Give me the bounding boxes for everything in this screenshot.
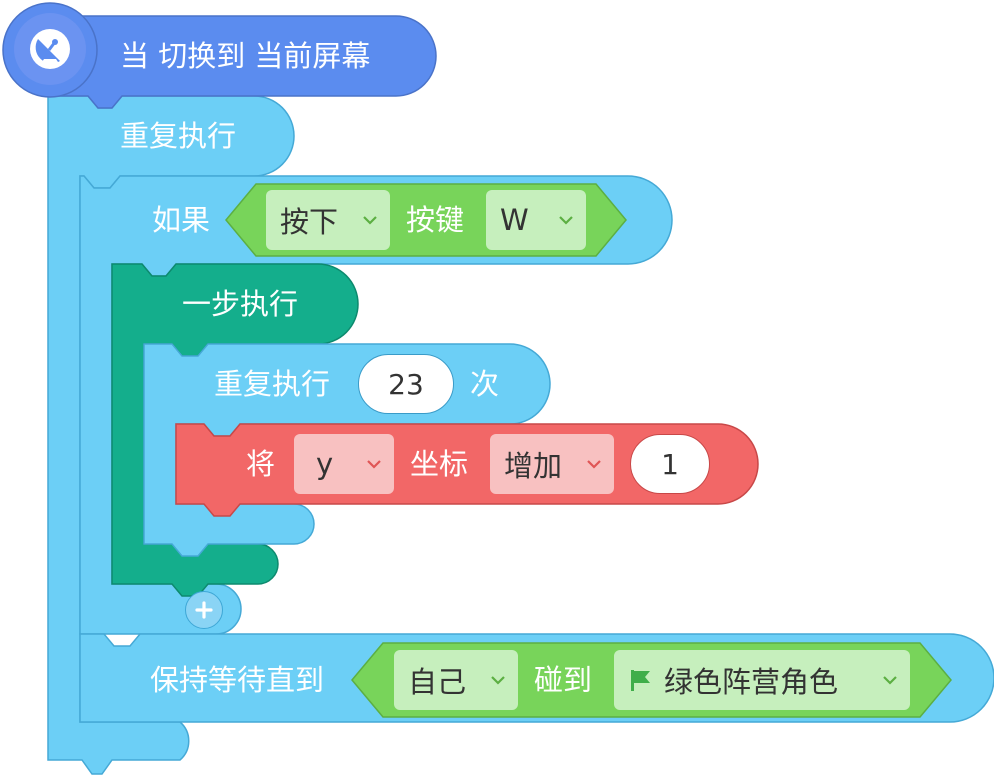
touch-label: 碰到 [534, 663, 593, 697]
repeat-times-suffix: 次 [470, 367, 500, 401]
chevron-down-icon [362, 212, 378, 228]
repeat-times-label: 重复执行 [214, 367, 331, 401]
single-step-label: 一步执行 [182, 287, 299, 321]
add-block-button[interactable] [185, 591, 223, 629]
event-hat-block[interactable] [47, 15, 437, 109]
key-event-dropdown[interactable]: 按下 [266, 190, 390, 250]
coordinate-label: 坐标 [410, 447, 469, 481]
plus-icon [195, 601, 213, 619]
chevron-down-icon [882, 672, 898, 688]
key-dropdown[interactable]: W [486, 190, 586, 250]
change-prefix-label: 将 [246, 447, 276, 481]
chevron-down-icon [558, 212, 574, 228]
satellite-dish-icon [14, 13, 86, 85]
target-value: 绿色阵营角色 [664, 665, 839, 699]
chevron-down-icon [586, 456, 602, 472]
key-value: W [500, 203, 529, 237]
target-dropdown[interactable]: 绿色阵营角色 [614, 650, 910, 710]
subject-value: 自己 [408, 665, 467, 699]
repeat-forever-block[interactable] [47, 95, 295, 775]
wait-until-label: 保持等待直到 [150, 663, 325, 697]
event-hat-label: 当 切换到 当前屏幕 [120, 39, 371, 73]
chevron-down-icon [366, 456, 382, 472]
key-event-value: 按下 [280, 205, 339, 239]
change-amount-input[interactable]: 1 [630, 434, 710, 494]
chevron-down-icon [490, 672, 506, 688]
flag-icon [628, 665, 658, 695]
operation-value: 增加 [504, 449, 563, 483]
operation-dropdown[interactable]: 增加 [490, 434, 614, 494]
repeat-forever-label: 重复执行 [120, 119, 237, 153]
axis-value: y [316, 447, 334, 481]
axis-dropdown[interactable]: y [294, 434, 394, 494]
repeat-count-input[interactable]: 23 [358, 354, 454, 414]
subject-dropdown[interactable]: 自己 [394, 650, 518, 710]
if-label: 如果 [152, 203, 211, 237]
key-label: 按键 [406, 203, 465, 237]
